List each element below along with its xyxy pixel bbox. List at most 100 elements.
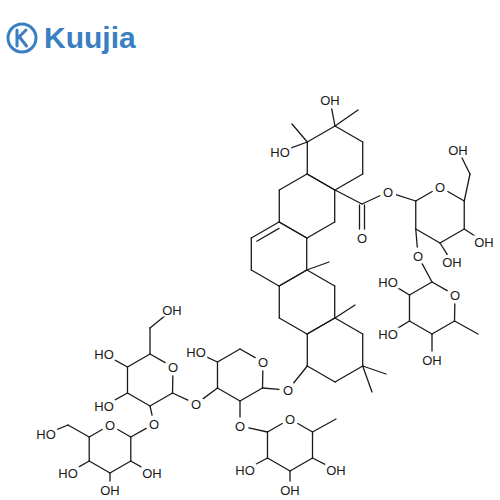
atom-label: O	[284, 413, 296, 426]
bond-line	[362, 334, 363, 366]
bond-line	[149, 328, 150, 354]
atom-label: OH	[421, 354, 443, 367]
bond-line	[409, 282, 432, 295]
bond-line	[307, 270, 335, 286]
bond-line	[240, 349, 255, 358]
bond-line	[109, 473, 110, 481]
bond-line	[334, 190, 335, 222]
bond-line	[335, 174, 363, 190]
atom-label: HO	[377, 276, 399, 289]
bond-line	[307, 142, 308, 174]
bond-line	[432, 321, 455, 334]
bond-line	[279, 318, 307, 334]
bond-line	[257, 228, 279, 241]
bond-line	[307, 174, 335, 190]
bond-line	[240, 388, 263, 401]
bond-line	[131, 428, 146, 437]
bond-line	[173, 393, 188, 400]
bond-line	[440, 229, 464, 243]
bond-line	[362, 142, 363, 174]
bond-line	[217, 349, 240, 362]
bond-line	[279, 270, 307, 286]
bond-line	[89, 461, 110, 473]
atom-label: OH	[279, 484, 301, 497]
bond-line	[263, 388, 280, 389]
atom-label: OH	[141, 467, 163, 480]
bond-line	[251, 222, 279, 238]
atom-label: O	[167, 361, 179, 374]
bond-line	[289, 471, 290, 481]
bond-line	[130, 437, 131, 461]
atom-label: HO	[35, 428, 57, 441]
bond-line	[455, 321, 478, 334]
bond-line	[416, 192, 432, 202]
bond-line	[251, 270, 279, 286]
bond-line	[448, 192, 464, 202]
bond-line	[262, 371, 264, 388]
atom-label: O	[382, 186, 394, 199]
bond-line	[127, 354, 150, 367]
bond-line	[363, 366, 372, 392]
atom-label: OH	[441, 256, 463, 269]
bond-line	[313, 419, 336, 432]
bond-line	[298, 424, 313, 433]
bond-line	[294, 366, 308, 383]
atom-label: O	[257, 356, 269, 369]
bond-line	[307, 334, 308, 366]
bond-line	[279, 286, 280, 318]
bond-line	[440, 243, 447, 254]
bond-line	[464, 174, 470, 201]
bond-line	[290, 458, 313, 471]
atom-label: O	[282, 384, 294, 397]
atom-label: O	[434, 181, 446, 194]
bond-line	[432, 282, 447, 291]
bond-line	[217, 362, 218, 388]
bond-line	[335, 110, 358, 126]
bond-line	[307, 262, 329, 270]
bond-line	[292, 124, 307, 142]
bond-line	[454, 304, 456, 321]
atom-label: HO	[234, 464, 256, 477]
bond-line	[279, 190, 280, 222]
bond-line	[267, 458, 290, 471]
atom-label: O	[234, 420, 246, 433]
bond-line	[335, 126, 363, 142]
atom-label: OH	[161, 304, 183, 317]
bond-line	[307, 366, 335, 382]
bond-line	[334, 286, 335, 318]
bond-line	[110, 461, 131, 473]
bond-line	[150, 316, 165, 328]
bond-line	[203, 388, 217, 399]
atom-label: O	[104, 419, 116, 432]
bond-line	[279, 174, 307, 190]
bond-line	[150, 406, 152, 415]
atom-label: O	[148, 418, 160, 431]
logo-ring	[8, 24, 36, 52]
bond-line	[307, 318, 335, 334]
bond-line	[172, 376, 174, 393]
bond-line	[464, 201, 465, 229]
bond-line	[462, 158, 470, 174]
bond-line	[249, 428, 268, 432]
bond-line	[307, 222, 335, 238]
bond-line	[251, 238, 252, 270]
bond-line	[409, 295, 410, 321]
bond-line	[68, 425, 89, 437]
atom-label: HO	[185, 346, 207, 359]
bond-line	[89, 430, 102, 438]
logo-mark	[8, 24, 36, 52]
atom-label: O	[190, 398, 202, 411]
logo-text: Kuujia	[44, 22, 136, 54]
bond-line	[362, 196, 380, 204]
bond-line	[335, 305, 355, 318]
bond-line	[415, 201, 416, 229]
bond-line	[332, 109, 335, 126]
bond-line	[279, 270, 307, 286]
bond-line	[422, 264, 432, 282]
bond-line	[416, 229, 440, 243]
atom-label: O	[412, 250, 424, 263]
bond-line	[118, 430, 131, 438]
